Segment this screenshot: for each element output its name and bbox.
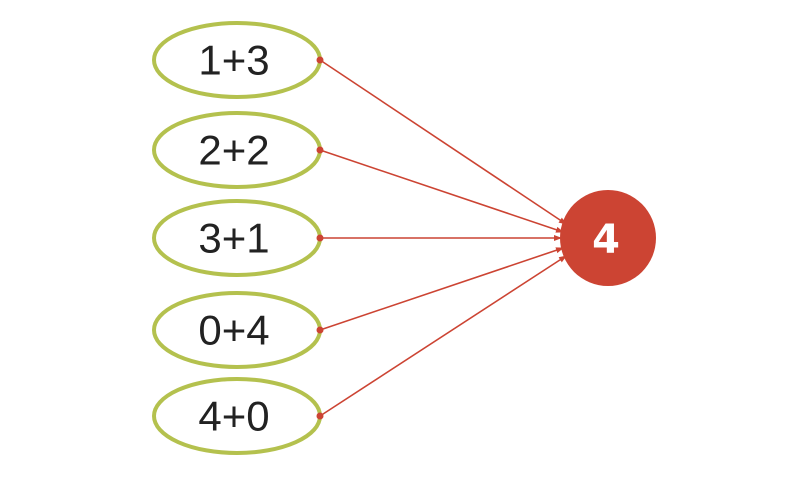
result-circle [560, 190, 656, 286]
connector-dot [316, 326, 324, 334]
expression-node-4: 0+4 [152, 291, 324, 369]
connector-dot [316, 412, 324, 420]
result-node: 4 [560, 190, 656, 286]
connector-line-2 [319, 149, 564, 233]
connector-dot [316, 56, 324, 64]
expression-label: 3+1 [198, 215, 269, 262]
connector-line-4 [319, 247, 564, 331]
expression-label: 2+2 [198, 127, 269, 174]
expression-node-5: 4+0 [152, 377, 324, 455]
result-label: 4 [592, 217, 620, 263]
connector-line-5 [319, 255, 567, 417]
expression-node-1: 1+3 [152, 21, 324, 99]
expression-label: 4+0 [198, 393, 269, 440]
connector-dot [316, 234, 324, 242]
expression-label: 1+3 [198, 37, 269, 84]
expression-node-3: 3+1 [152, 199, 324, 277]
expression-label: 0+4 [198, 307, 269, 354]
connector-line-1 [319, 59, 567, 225]
connector-lines [319, 59, 567, 417]
connector-dot [316, 146, 324, 154]
expression-node-2: 2+2 [152, 111, 324, 189]
